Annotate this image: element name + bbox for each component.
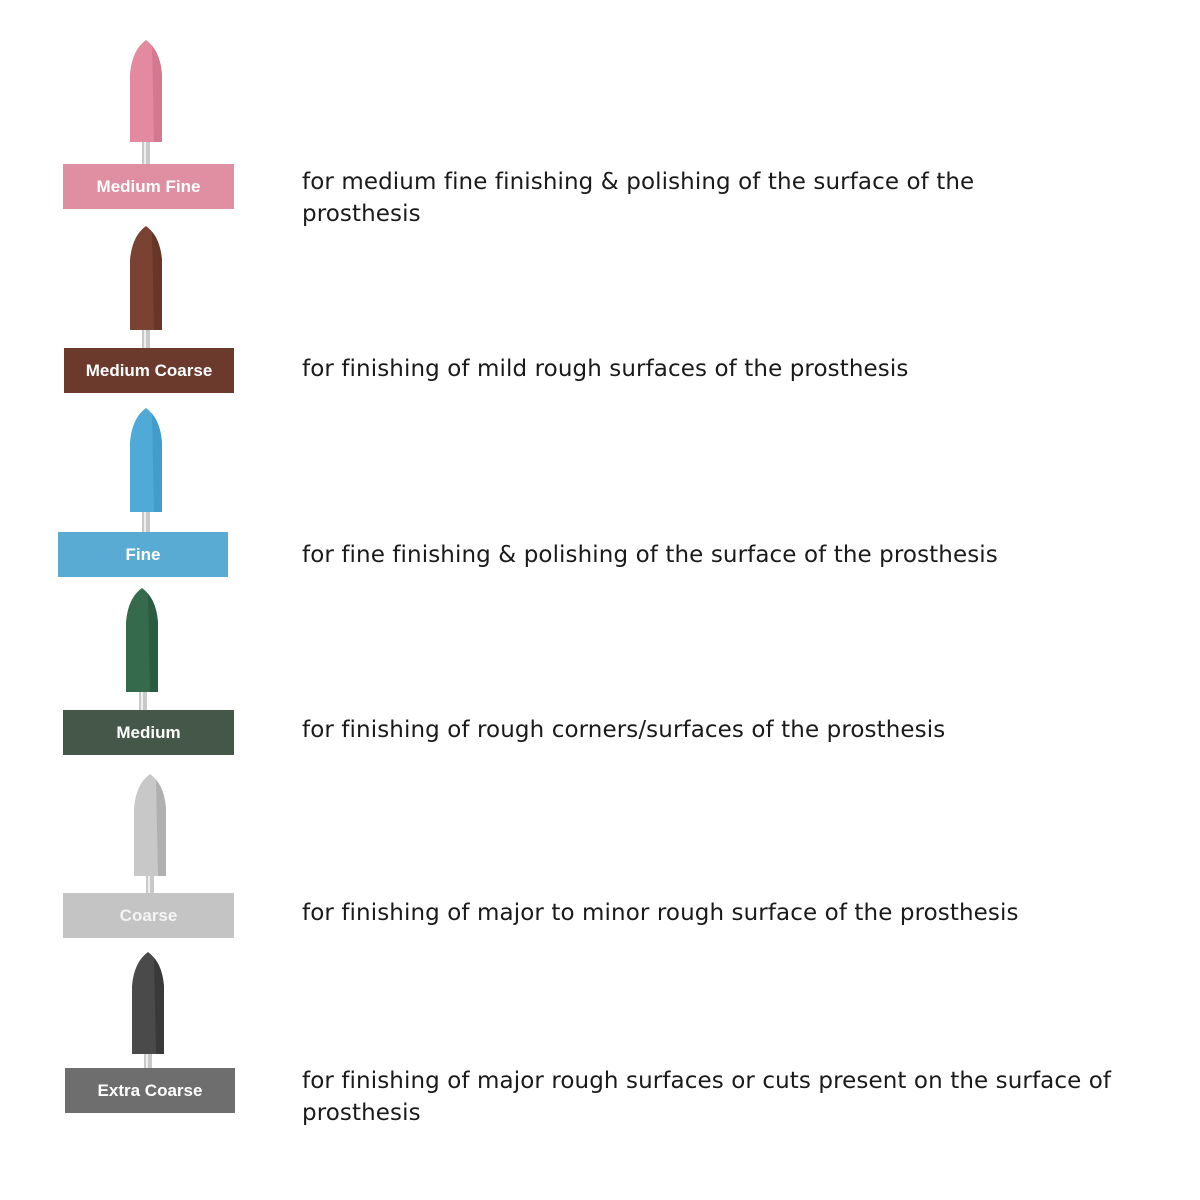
grade-label-text: Fine	[125, 544, 161, 564]
grade-label: Medium Fine	[63, 164, 234, 209]
grade-label: Medium	[63, 710, 234, 755]
product-description: for finishing of mild rough surfaces of …	[302, 356, 909, 382]
polishing-bur-icon	[126, 38, 166, 166]
polishing-bur-icon	[130, 772, 170, 894]
product-description: for fine finishing & polishing of the su…	[302, 542, 998, 568]
grade-label-text: Medium	[116, 722, 181, 742]
polishing-bur-icon	[127, 406, 167, 534]
polishing-bur-icon	[126, 224, 166, 350]
grade-label-text: Extra Coarse	[97, 1080, 203, 1100]
grade-label-text: Coarse	[119, 905, 178, 925]
polishing-bur-icon	[123, 586, 163, 712]
polishing-bur-icon	[128, 950, 168, 1070]
product-description: for finishing of major to minor rough su…	[302, 900, 1019, 926]
grade-label-text: Medium Coarse	[85, 360, 213, 380]
product-description: for finishing of major rough surfaces or…	[302, 1068, 1112, 1126]
grade-label: Coarse	[63, 893, 234, 938]
product-description: for finishing of rough corners/surfaces …	[302, 717, 946, 743]
grade-label-text: Medium Fine	[96, 176, 201, 196]
grade-label: Medium Coarse	[64, 348, 234, 393]
grade-label: Extra Coarse	[65, 1068, 235, 1113]
grade-label: Fine	[58, 532, 228, 577]
product-description: for medium fine finishing & polishing of…	[302, 169, 975, 227]
